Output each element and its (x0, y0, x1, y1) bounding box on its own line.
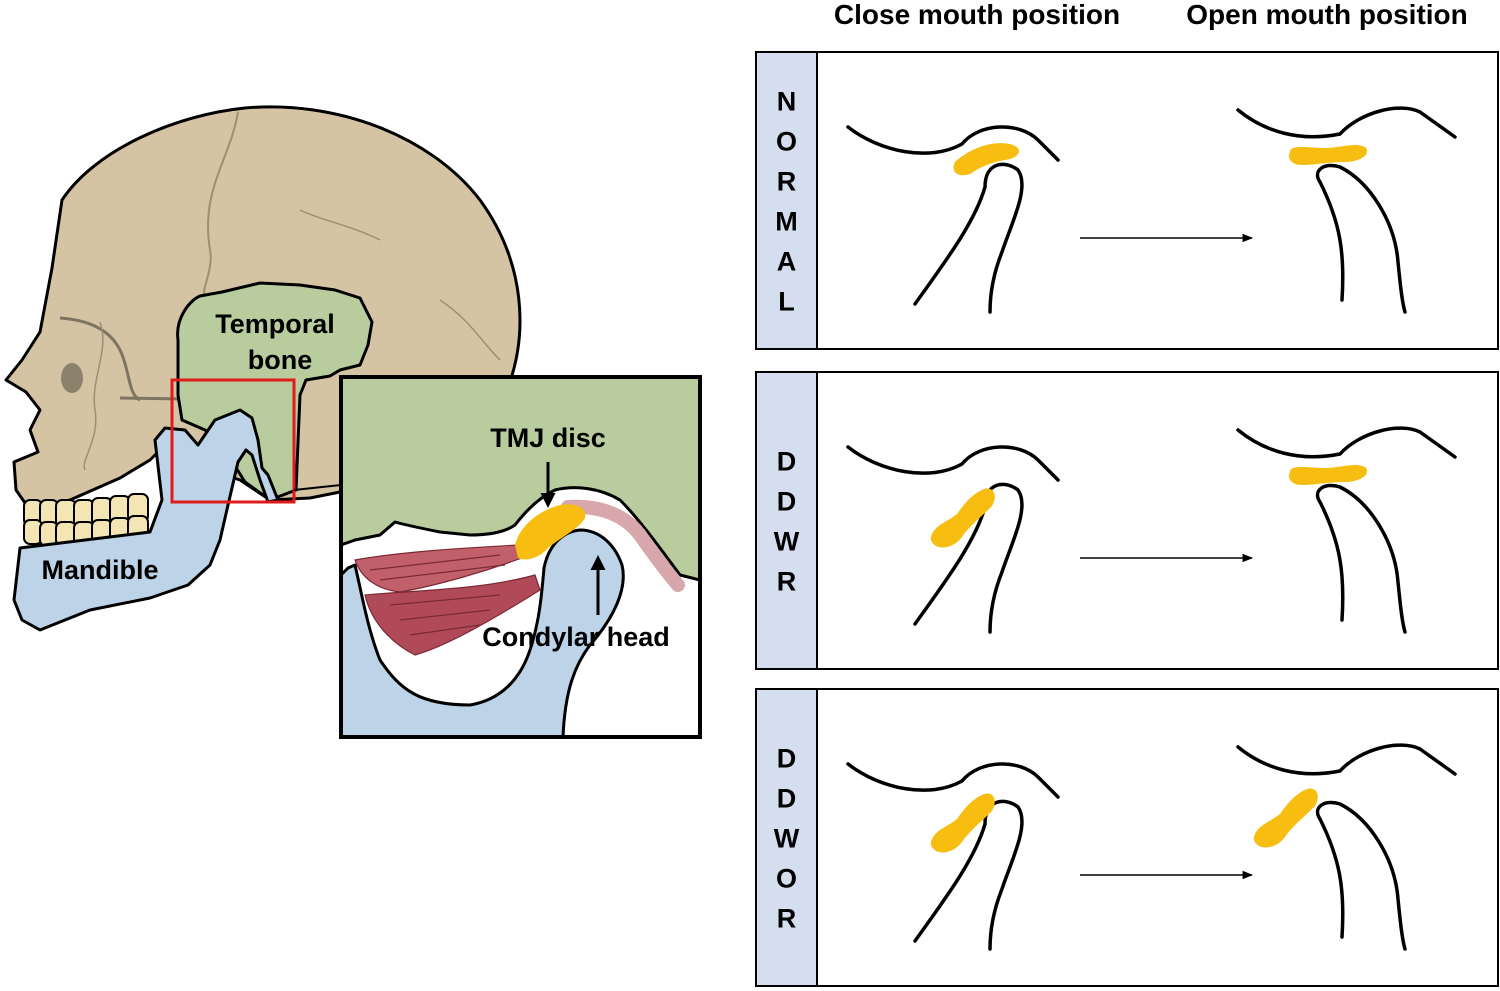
row-label-letter: A (777, 247, 797, 277)
disc-close (953, 143, 1020, 176)
condyle-open (1315, 163, 1407, 314)
orbit (61, 363, 83, 393)
disc-close-displaced (930, 793, 995, 853)
fossa-open (1236, 743, 1457, 776)
pterygoid-muscles (354, 544, 541, 656)
mandible-label: Mandible (41, 555, 158, 585)
inset-tmj-disc (515, 504, 586, 560)
condyle-open (1315, 483, 1407, 634)
close-mouth-header: Close mouth position (834, 0, 1120, 30)
fossa-open (1236, 426, 1457, 459)
tmj-highlight-box (170, 378, 296, 504)
inset-temporal-bone (341, 377, 700, 582)
tmj-inset-illustration: TMJ disc Condylar head (339, 375, 702, 739)
row-label-letter: O (776, 864, 797, 894)
row-label-letter: D (777, 447, 797, 477)
row-label-letter: W (774, 824, 800, 854)
row-label-letter: D (777, 487, 797, 517)
row-label-letter: D (777, 784, 797, 814)
row-label-letter: M (775, 207, 798, 237)
temporal-bone-label-line1: Temporal (215, 309, 335, 339)
inset-mandible (341, 528, 625, 737)
condyle-close (913, 482, 1024, 634)
panel-frame (755, 51, 1499, 350)
tmj-disc-label: TMJ disc (490, 423, 606, 453)
fossa-open (1236, 106, 1457, 139)
row-label-bar (755, 371, 818, 670)
open-mouth-header: Open mouth position (1186, 0, 1468, 30)
fossa-close (846, 445, 1060, 482)
condyle-open (1315, 800, 1407, 951)
condyle-close (913, 162, 1024, 314)
row-label-letter: W (774, 527, 800, 557)
row-label-letter: N (777, 87, 797, 117)
fossa-close (846, 762, 1060, 799)
disc-close-displaced (930, 488, 995, 548)
disc-open-displaced (1253, 788, 1318, 848)
row-label-bar (755, 688, 818, 987)
panel-frame (755, 371, 1499, 670)
row-label-letter: R (777, 904, 797, 934)
disc-open (1288, 145, 1368, 165)
row-label-letter: O (776, 127, 797, 157)
row-label-letter: R (777, 167, 797, 197)
condylar-head-label: Condylar head (482, 622, 670, 652)
disc-open-recaptured (1288, 465, 1368, 485)
row-label-letter: D (777, 744, 797, 774)
row-label-letter: L (778, 287, 795, 317)
fossa-close (846, 125, 1060, 162)
row-label-bar (755, 51, 818, 350)
condyle-close (913, 799, 1024, 951)
panel-frame (755, 688, 1499, 987)
temporal-bone-label-line2: bone (248, 345, 313, 375)
row-label-letter: R (777, 567, 797, 597)
